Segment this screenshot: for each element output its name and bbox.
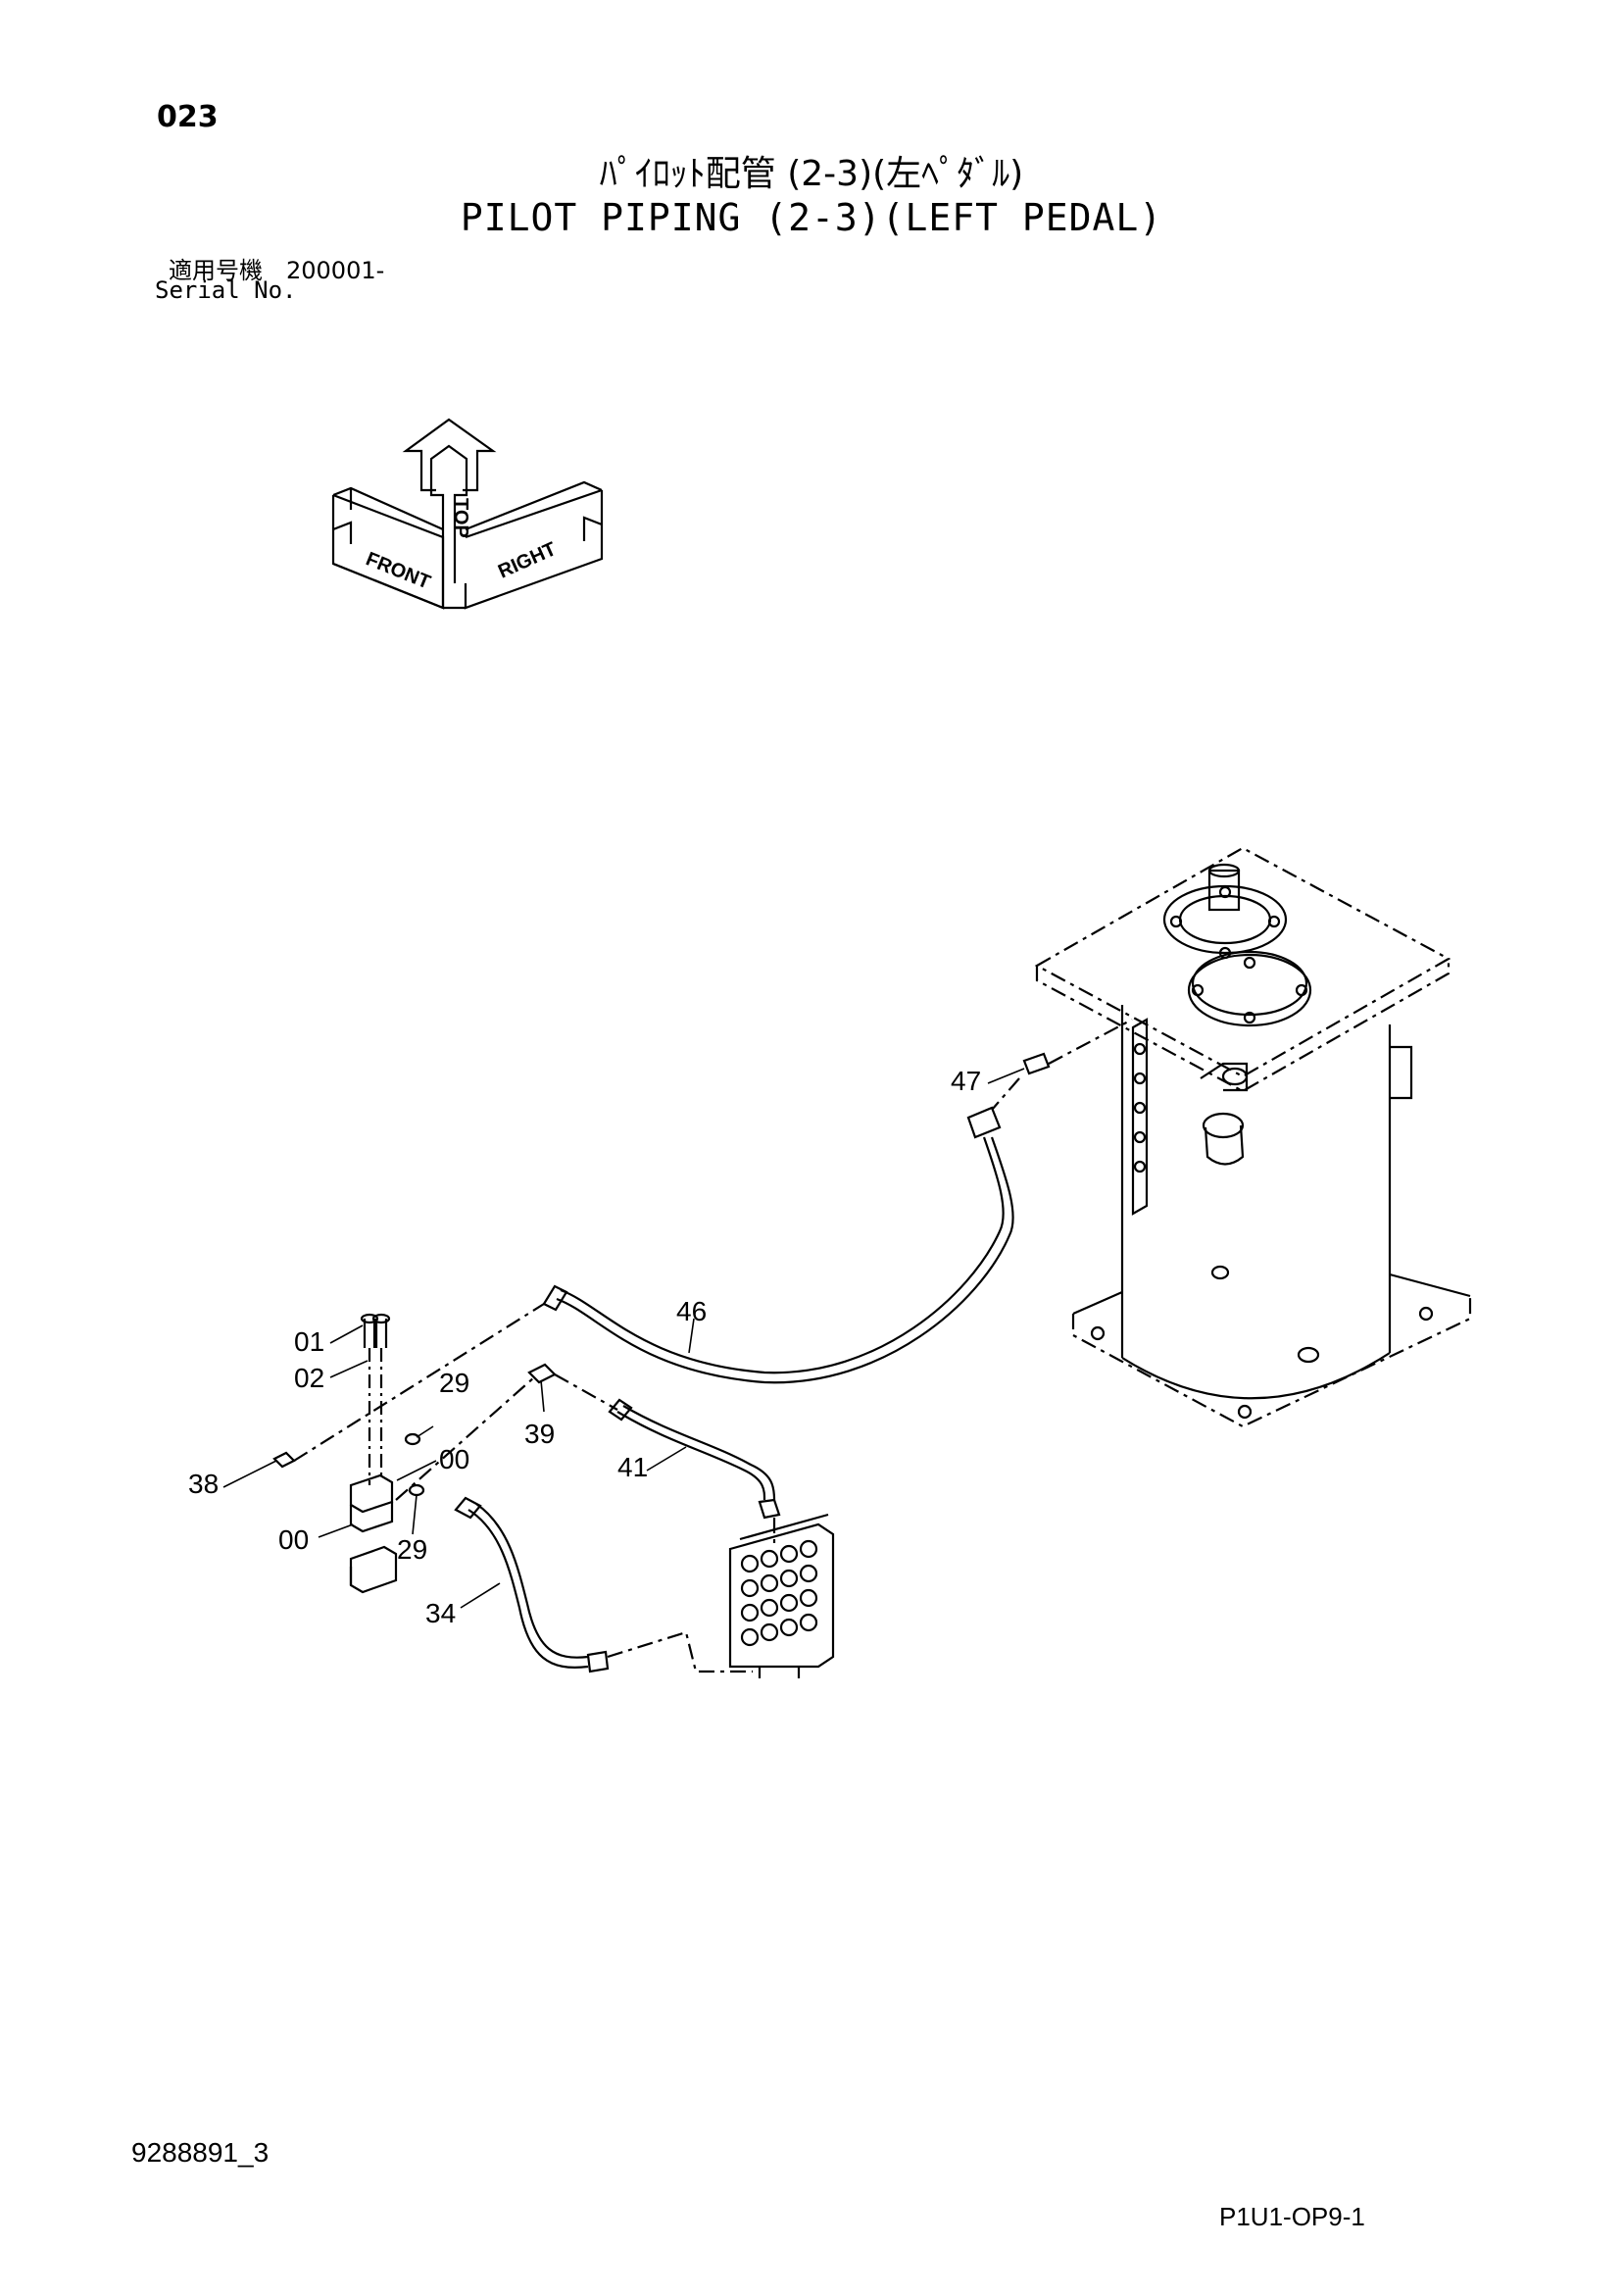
callout-41: 41 <box>617 1452 648 1482</box>
callout-numbers: 01 02 29 00 38 00 29 39 41 46 47 34 <box>188 1066 981 1628</box>
sheet-code: P1U1-OP9-1 <box>1219 2202 1365 2231</box>
callout-29-upper: 29 <box>439 1368 469 1398</box>
front-label: FRONT <box>363 548 433 593</box>
leader-lines <box>222 1068 1025 1609</box>
title-english: PILOT PIPING (2-3)(LEFT PEDAL) <box>460 196 1163 239</box>
callout-39: 39 <box>524 1419 555 1449</box>
callout-00-upper: 00 <box>439 1444 469 1474</box>
serial-label-japanese: 適用号機 200001- <box>169 257 385 284</box>
callout-00-lower: 00 <box>278 1524 309 1555</box>
serial-label-english: Serial No. <box>155 276 297 304</box>
callout-01: 01 <box>294 1326 324 1357</box>
callout-02: 02 <box>294 1363 324 1393</box>
callout-47: 47 <box>951 1066 981 1096</box>
hydraulic-tank <box>1034 846 1472 1428</box>
right-label: RIGHT <box>495 538 560 582</box>
callout-38: 38 <box>188 1469 219 1499</box>
mounting-bracket <box>272 1313 425 1594</box>
callout-29-lower: 29 <box>397 1534 427 1565</box>
orientation-symbol <box>331 418 604 610</box>
callout-46: 46 <box>676 1296 707 1326</box>
callout-34: 34 <box>425 1598 456 1628</box>
drawing-number: 9288891_3 <box>131 2137 270 2168</box>
orientation-labels: FRONT TOP RIGHT <box>363 498 560 593</box>
page-number: 023 <box>157 100 219 134</box>
connection-lines <box>293 1019 1133 1673</box>
title-japanese: ﾊﾟｲﾛｯﾄ配管 (2-3)(左ﾍﾟﾀﾞﾙ) <box>599 154 1024 194</box>
top-label: TOP <box>450 498 471 538</box>
hoses <box>454 1052 1051 1673</box>
pilot-valve <box>728 1513 835 1678</box>
